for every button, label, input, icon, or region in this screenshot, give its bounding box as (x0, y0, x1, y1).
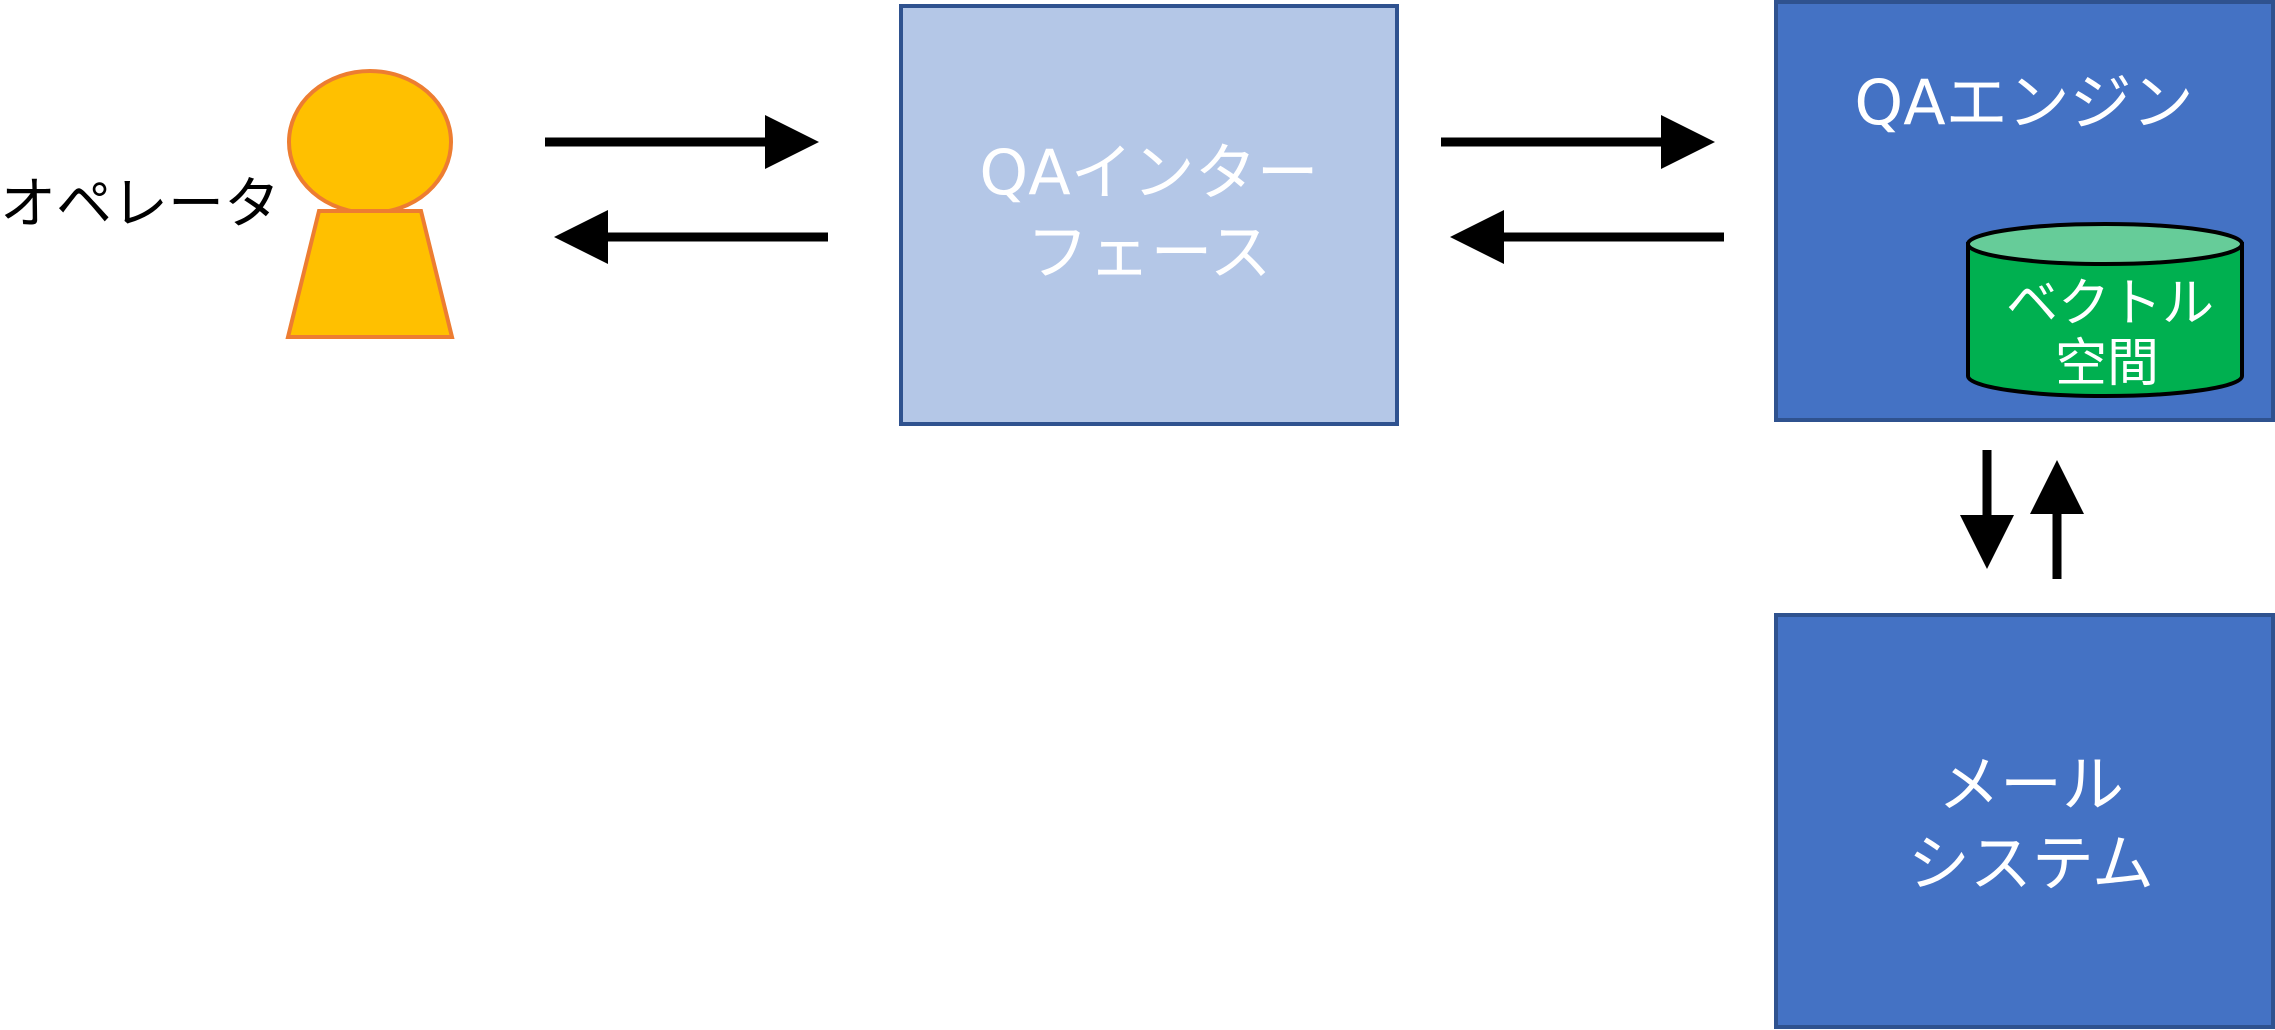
operator-head (287, 69, 453, 215)
qa-interface-label-line1: QAインター (979, 136, 1318, 209)
vector-db-label-line1: ベクトル (2006, 274, 2214, 334)
operator-label: オペレータ (0, 172, 280, 237)
vector-db-body (1966, 242, 2244, 398)
vector-db-label-line2: 空間 (2055, 334, 2159, 394)
mail-system-box: メール システム (1774, 613, 2275, 1029)
operator-body (285, 209, 455, 339)
vector-db-cylinder: ベクトル 空間 (1966, 222, 2244, 398)
qa-engine-box: QAエンジン ベクトル 空間 (1774, 0, 2275, 422)
qa-engine-label: QAエンジン (1854, 66, 2193, 139)
mail-system-label-line2: システム (1908, 827, 2154, 900)
qa-interface-label-line2: フェース (1027, 216, 1272, 289)
qa-interface-rect (899, 4, 1399, 426)
mail-system-label-line1: メール (1938, 748, 2124, 821)
operator-actor: オペレータ (0, 69, 455, 339)
vector-db-top (1966, 222, 2244, 266)
qa-interface-box: QAインター フェース (899, 4, 1399, 426)
mail-system-rect (1774, 613, 2275, 1029)
